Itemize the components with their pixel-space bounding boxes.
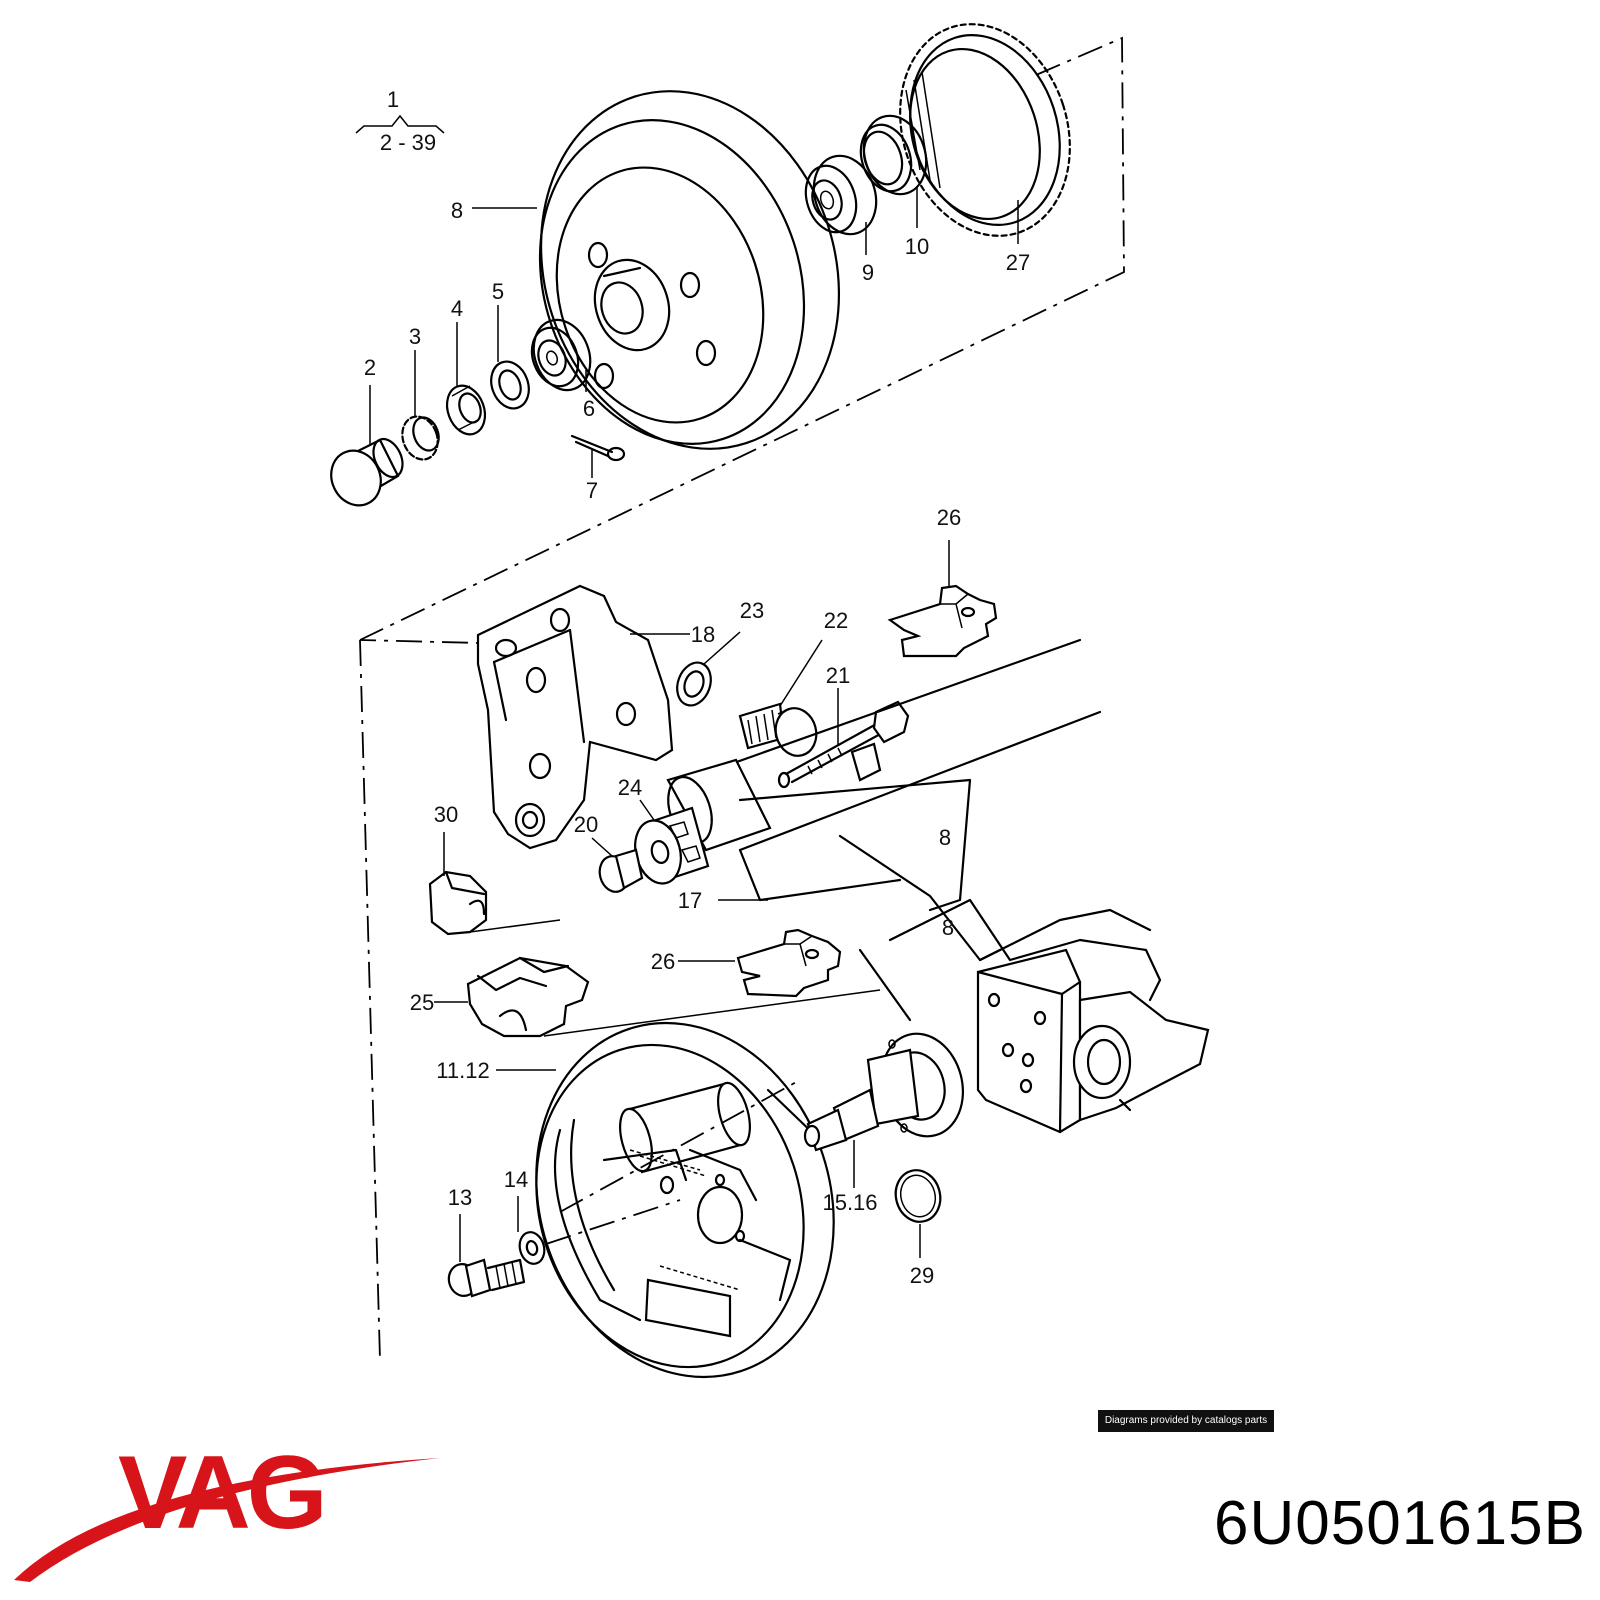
label-29: 29 (910, 1263, 934, 1288)
label-17: 17 (678, 888, 702, 913)
label-18: 18 (691, 622, 715, 647)
spring-clip-upper (887, 584, 998, 658)
vag-logo-text: VAG (118, 1440, 324, 1551)
label-20: 20 (574, 812, 598, 837)
label-24: 24 (618, 775, 642, 800)
label-3: 3 (409, 324, 421, 349)
outer-bearing (804, 154, 878, 236)
bearing-ring (859, 114, 928, 196)
label-6: 6 (583, 396, 595, 421)
label-2-39: 2 - 39 (380, 130, 436, 155)
label-7: 7 (586, 478, 598, 503)
mounting-bracket (476, 584, 674, 850)
spring-clip-lower (736, 928, 842, 998)
label-26-upper: 26 (937, 505, 961, 530)
label-2: 2 (364, 355, 376, 380)
retaining-clip (428, 870, 488, 936)
label-5: 5 (492, 279, 504, 304)
label-30: 30 (434, 802, 458, 827)
label-15-16: 15.16 (822, 1190, 877, 1215)
guide-clip (466, 956, 881, 1038)
vag-logo: VAG (14, 1440, 440, 1582)
group-bracket: 1 2 - 39 (355, 87, 445, 155)
label-11-12: 11.12 (436, 1058, 489, 1083)
label-23: 23 (740, 598, 764, 623)
nut-lock (401, 415, 440, 461)
label-21: 21 (826, 663, 850, 688)
label-26-lower: 26 (651, 949, 675, 974)
assembly-boundary (359, 36, 1125, 1361)
brake-backing-plate (535, 1021, 835, 1379)
label-14: 14 (504, 1167, 528, 1192)
diagram-credit: Diagrams provided by catalogs parts (1098, 1410, 1274, 1432)
backing-plate-bolt (447, 1258, 526, 1298)
thrust-washer (490, 360, 530, 410)
brake-drum (538, 90, 841, 450)
long-bolt (777, 700, 910, 789)
label-4: 4 (451, 296, 463, 321)
label-25: 25 (410, 990, 434, 1015)
label-9: 9 (862, 260, 874, 285)
label-10: 10 (905, 234, 929, 259)
label-27: 27 (1006, 250, 1030, 275)
label-13: 13 (448, 1185, 472, 1210)
cotter-pin (570, 434, 626, 462)
label-22: 22 (824, 608, 848, 633)
axle-mark-lower: 8 (942, 915, 954, 940)
part-number: 6U0501615B (1214, 1489, 1586, 1558)
trailing-arm-knuckle (976, 948, 1210, 1134)
axle-mark-upper: 8 (939, 825, 951, 850)
lock-nut (598, 848, 644, 893)
flat-washer (676, 661, 712, 707)
rubber-bushing (634, 806, 710, 885)
seal-ring (894, 1169, 942, 1223)
label-1: 1 (387, 87, 399, 112)
stub-axle (803, 1032, 965, 1152)
pivot-bolt (738, 702, 818, 757)
abs-tone-ring (899, 23, 1071, 237)
bolt-washer (518, 1199, 681, 1265)
axle-beam: 8 8 (666, 638, 1162, 1022)
grease-cap (330, 437, 404, 507)
inner-bearing (530, 318, 592, 392)
hex-nut (445, 384, 487, 436)
label-8: 8 (451, 198, 463, 223)
